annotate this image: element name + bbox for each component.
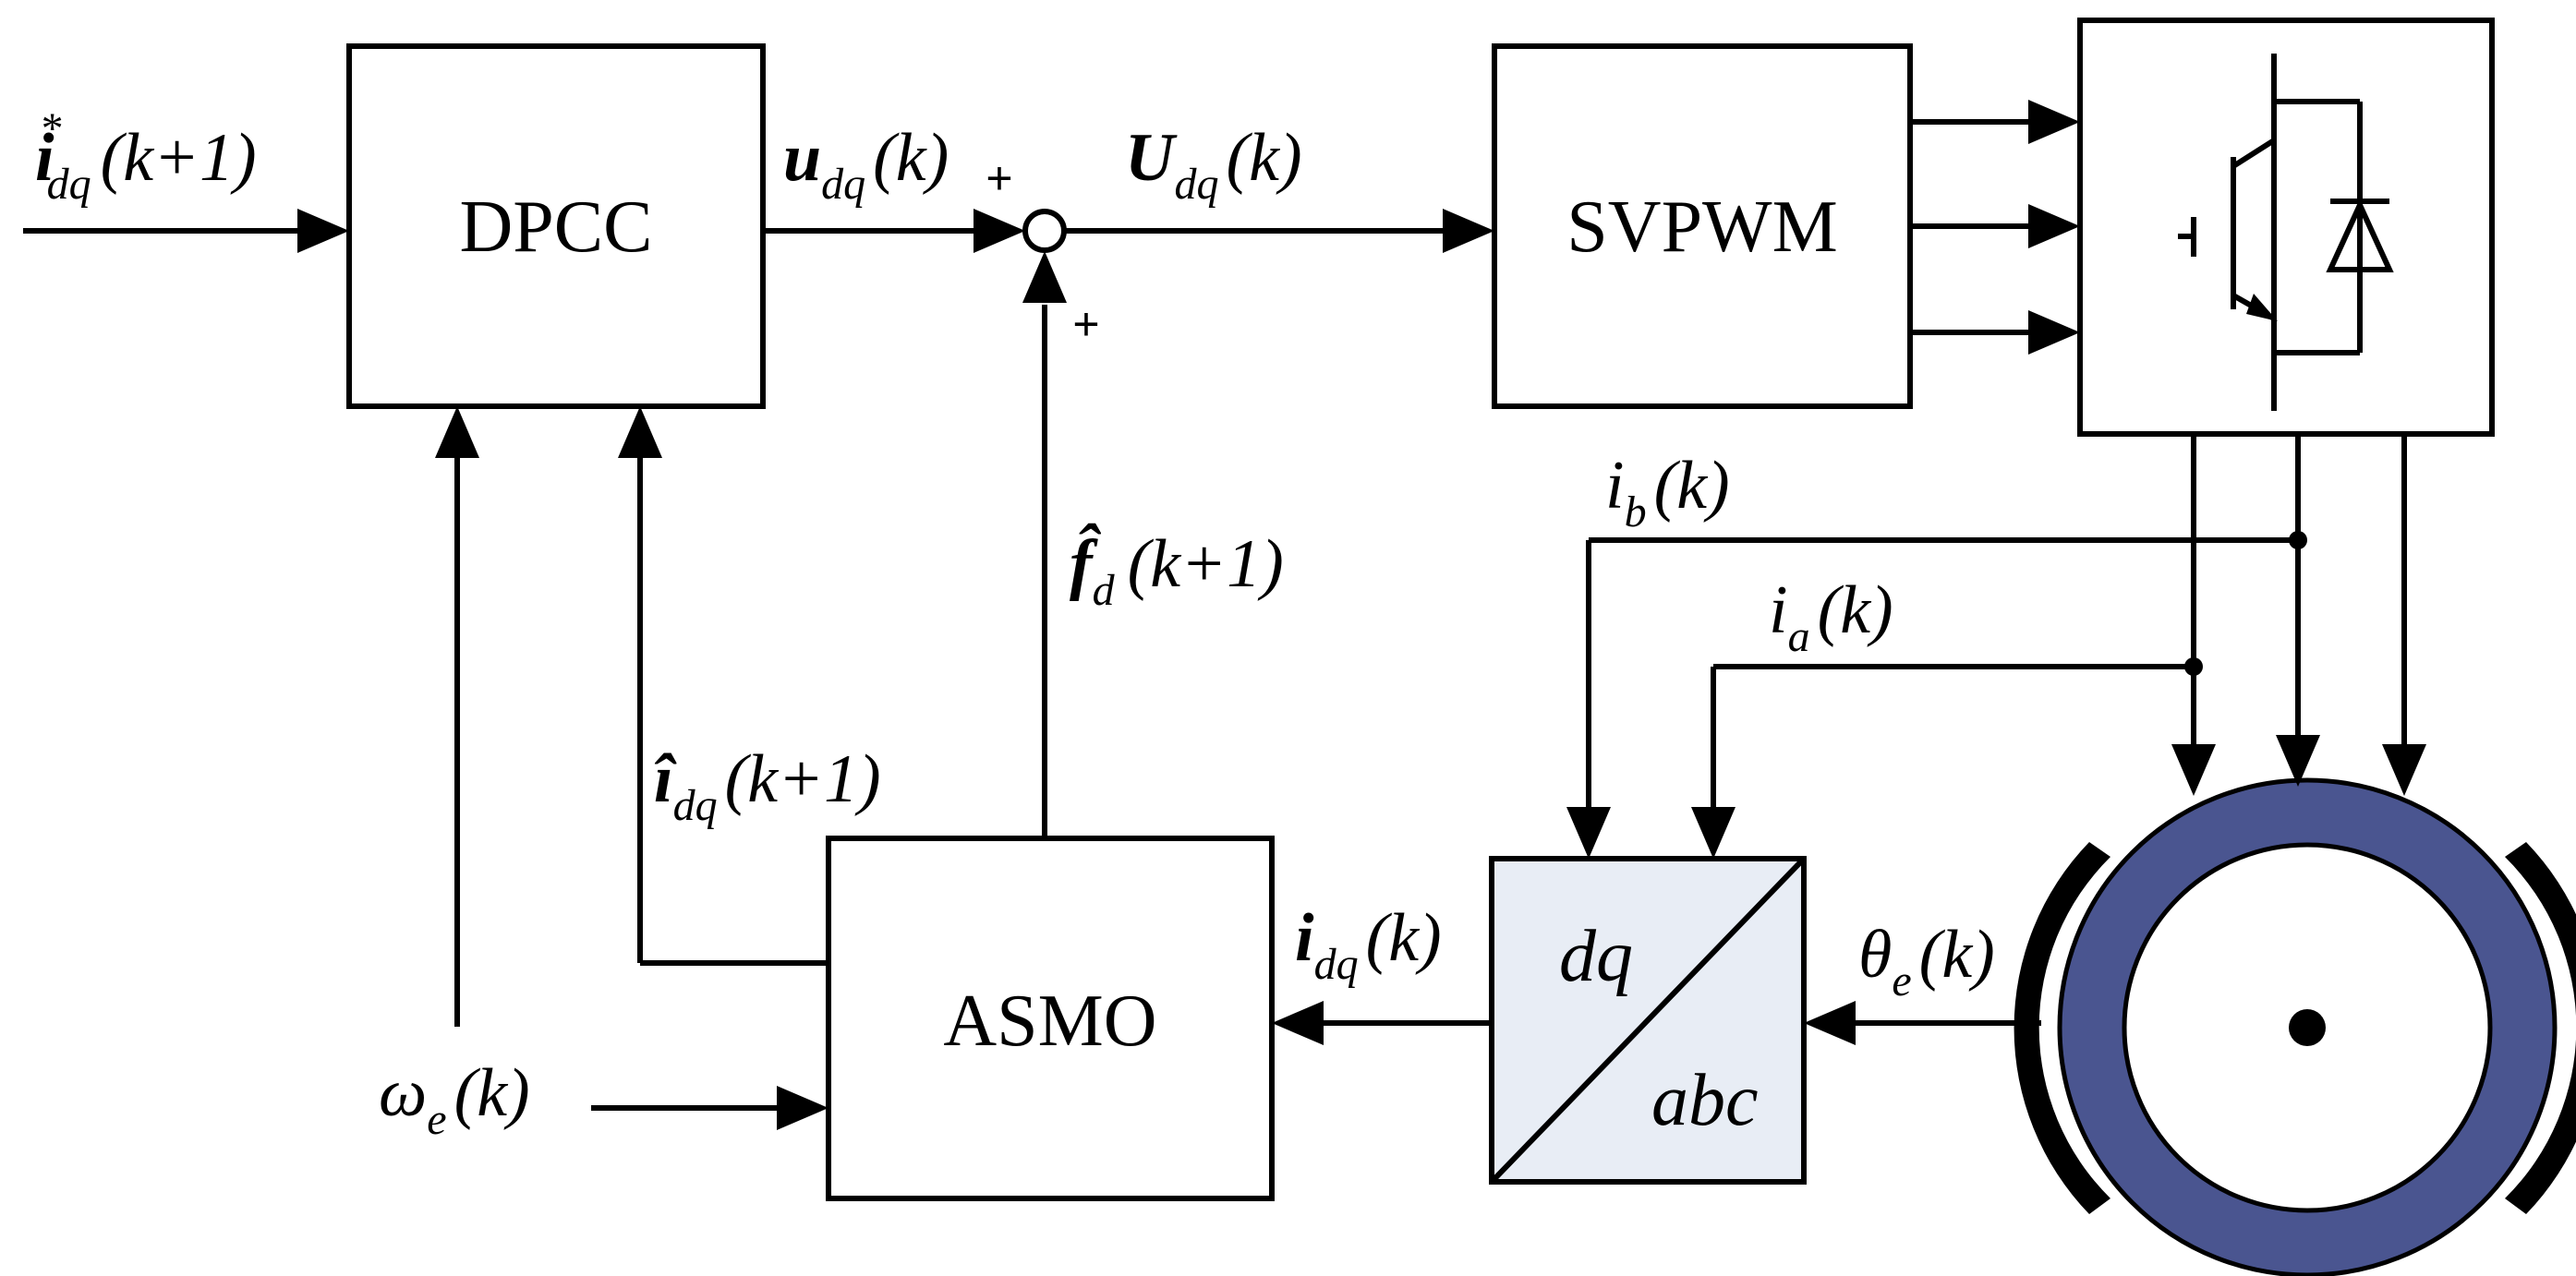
label-i-a: ia(k)	[1769, 572, 1893, 661]
svpwm-label: SVPWM	[1566, 187, 1837, 268]
converter-abc-label: abc	[1651, 1060, 1759, 1141]
label-omega: ωe(k)	[379, 1055, 530, 1144]
inverter-block	[2077, 18, 2495, 437]
pmsm-motor-icon	[2014, 777, 2576, 1276]
label-i-hat: îdq(k+1)	[654, 741, 881, 830]
label-f-hat: f̂d(k+1)	[1070, 523, 1284, 615]
dpcc-block: DPCC	[346, 43, 766, 409]
asmo-block: ASMO	[826, 836, 1275, 1201]
sum-sign-bottom: +	[1072, 298, 1099, 350]
sum-sign-left: +	[986, 152, 1012, 204]
label-i-dq: idq(k)	[1295, 900, 1442, 989]
igbt-diode-icon	[2178, 54, 2394, 411]
label-u-dq: udq(k)	[783, 120, 949, 209]
dpcc-label: DPCC	[460, 187, 653, 268]
dq-abc-converter-block: dq abc	[1489, 856, 1807, 1185]
asmo-label: ASMO	[943, 981, 1156, 1062]
svpwm-block: SVPWM	[1492, 43, 1913, 409]
converter-dq-label: dq	[1559, 916, 1633, 997]
label-theta: θe(k)	[1858, 917, 1995, 1005]
signal-wires	[23, 100, 2426, 1130]
label-i-b: ib(k)	[1605, 448, 1730, 536]
label-U-dq: Udq(k)	[1125, 120, 1302, 209]
label-i-ref: i*dq(k+1)	[35, 104, 257, 209]
